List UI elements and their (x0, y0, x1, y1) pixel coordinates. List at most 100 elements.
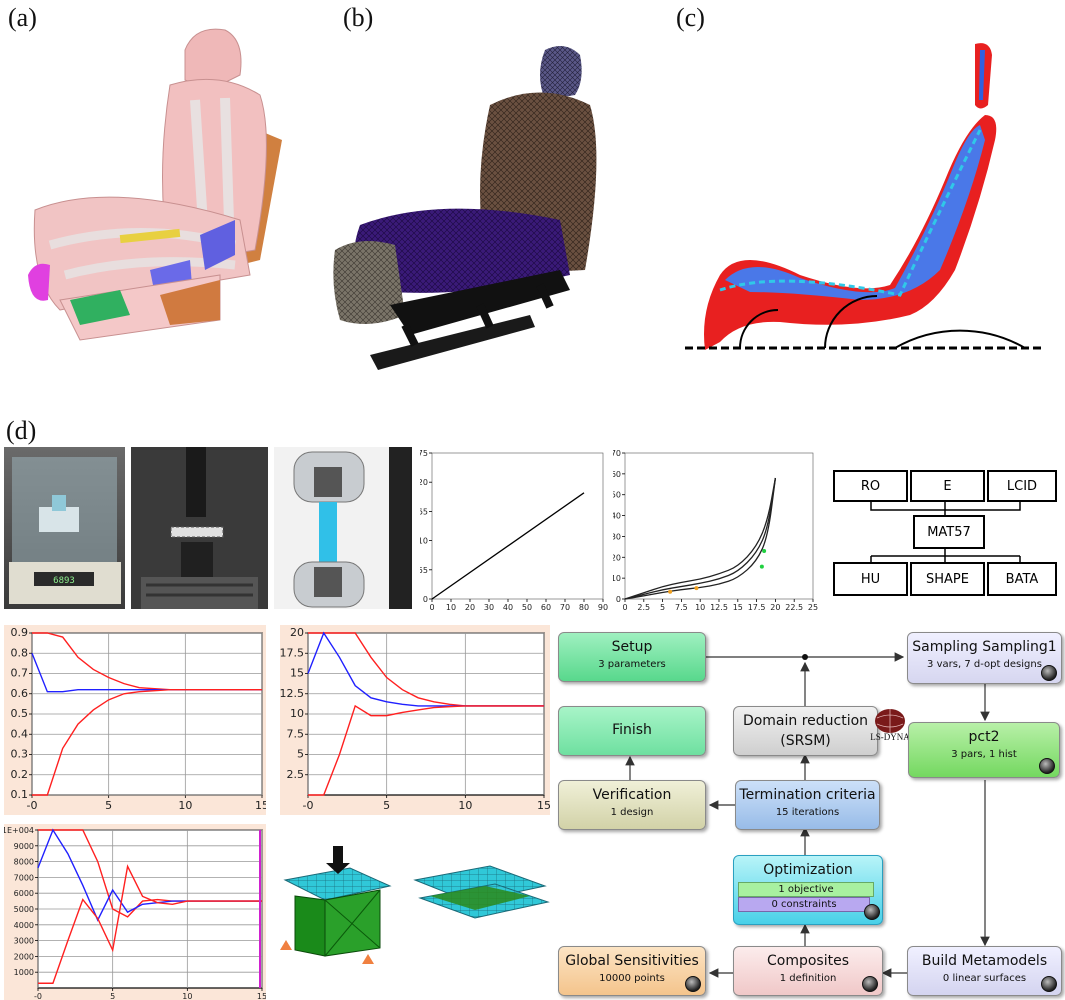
global-status-icon (685, 976, 701, 992)
y-tick-label: 7000 (14, 873, 34, 882)
x-tick-label: 5 (105, 799, 112, 812)
mat-param-ro: RO (833, 470, 908, 502)
x-tick-label: 25 (808, 603, 818, 612)
x-tick-label: 5 (383, 799, 390, 812)
series-line-2 (308, 704, 544, 796)
pct2-title: pct2 (968, 729, 1000, 745)
mat-param-shape: SHAPE (910, 562, 985, 596)
mat-param-bata: BATA (987, 562, 1057, 596)
seat-profile-diagram (685, 43, 1045, 350)
x-tick-label: 90 (598, 603, 608, 612)
x-tick-label: 15 (733, 603, 743, 612)
composites-node[interactable]: Composites 1 definition (733, 946, 883, 996)
lsdyna-text: LS-DYNA (870, 732, 910, 742)
y-tick-label: 0.4 (11, 727, 29, 740)
build-title: Build Metamodels (921, 953, 1048, 969)
setup-node[interactable]: Setup 3 parameters (558, 632, 706, 682)
optimization-status-icon (864, 904, 880, 920)
y-tick-label: 17.5 (280, 646, 304, 659)
x-tick-label: 20 (770, 603, 780, 612)
verification-title: Verification (592, 787, 672, 803)
y-tick-label: 7.5 (287, 727, 305, 740)
optimization-title: Optimization (763, 862, 853, 878)
setup-title: Setup (611, 639, 653, 655)
mesh-seat-illustration (333, 46, 597, 370)
x-tick-label: 15 (257, 992, 266, 1000)
x-tick-label: 10 (695, 603, 705, 612)
setup-sub: 3 parameters (598, 659, 666, 670)
x-tick-label: 10 (182, 992, 192, 1000)
x-tick-label: 17.5 (748, 603, 766, 612)
sampling-title: Sampling Sampling1 (912, 639, 1057, 655)
x-tick-label: 70 (560, 603, 570, 612)
y-tick-label: 55 (420, 566, 428, 575)
optimization-constraints: 0 constraints (738, 897, 870, 912)
domain-title: Domain reduction (742, 713, 869, 729)
x-tick-label: 22.5 (785, 603, 803, 612)
finish-node[interactable]: Finish (558, 706, 706, 756)
termination-node[interactable]: Termination criteria 15 iterations (735, 780, 880, 830)
domain-title2: (SRSM) (780, 733, 831, 749)
sampling-node[interactable]: Sampling Sampling1 3 vars, 7 d-opt desig… (907, 632, 1062, 684)
domain-reduction-node[interactable]: Domain reduction (SRSM) (733, 706, 878, 756)
optimization-objectives: 1 objective (738, 882, 874, 897)
global-title: Global Sensitivities (565, 953, 699, 969)
x-tick-label: 20 (465, 603, 475, 612)
y-tick-label: 12.5 (280, 687, 304, 700)
y-tick-label: 1000 (14, 968, 34, 977)
x-tick-label: 0 (429, 603, 434, 612)
y-tick-label: 20 (613, 553, 621, 562)
y-tick-label: 10 (290, 707, 304, 720)
y-tick-label: 6000 (14, 889, 34, 898)
x-tick-label: 2.5 (637, 603, 650, 612)
pct2-node[interactable]: pct2 3 pars, 1 hist (908, 722, 1060, 778)
verification-sub: 1 design (610, 807, 654, 818)
series-line-2 (32, 689, 262, 796)
cad-seat-illustration (28, 28, 282, 341)
y-tick-label: 0.2 (11, 768, 29, 781)
panel-label-a: (a) (8, 3, 37, 32)
y-tick-label: 3000 (14, 937, 34, 946)
marker-point (762, 549, 767, 554)
y-tick-label: 220 (420, 478, 428, 487)
flowchart-connectors (625, 652, 990, 978)
y-tick-label: 4000 (14, 921, 34, 930)
mat-param-e: E (910, 470, 985, 502)
compression-test-photo (131, 447, 268, 609)
scale-photo: 6893 (4, 447, 125, 609)
y-tick-label: 10 (613, 574, 621, 583)
x-tick-label: -0 (34, 992, 42, 1000)
optimization-node[interactable]: Optimization 1 objective 0 constraints (733, 855, 883, 925)
verification-node[interactable]: Verification 1 design (558, 780, 706, 830)
y-tick-label: 110 (420, 537, 428, 546)
y-tick-label: 0.6 (11, 687, 29, 700)
x-tick-label: -0 (27, 799, 38, 812)
sampling-sub: 3 vars, 7 d-opt designs (927, 659, 1042, 670)
y-tick-label: 2.5 (287, 768, 305, 781)
y-tick-label: 1E+004 (4, 826, 34, 835)
scale-readout: 6893 (53, 576, 75, 586)
lsdyna-logo: LS-DYNA (865, 708, 915, 746)
y-tick-label: 165 (420, 507, 428, 516)
y-tick-label: 5000 (14, 905, 34, 914)
marker-point (759, 564, 764, 569)
x-tick-label: 15 (255, 799, 266, 812)
composites-sub: 1 definition (779, 973, 837, 984)
x-tick-label: 30 (484, 603, 494, 612)
y-tick-label: 8000 (14, 858, 34, 867)
y-tick-label: 0.5 (11, 707, 29, 720)
lsdyna-globe-icon (875, 709, 905, 733)
y-tick-label: 9000 (14, 842, 34, 851)
x-tick-label: 50 (522, 603, 532, 612)
x-tick-label: 10 (178, 799, 192, 812)
composites-status-icon (862, 976, 878, 992)
y-tick-label: 70 (613, 449, 621, 458)
build-metamodels-node[interactable]: Build Metamodels 0 linear surfaces (907, 946, 1062, 996)
tensile-test-photo (274, 447, 412, 609)
global-sensitivities-node[interactable]: Global Sensitivities 10000 points (558, 946, 706, 996)
mat-param-hu: HU (833, 562, 908, 596)
x-tick-label: 40 (503, 603, 513, 612)
series-line-2 (38, 864, 262, 984)
